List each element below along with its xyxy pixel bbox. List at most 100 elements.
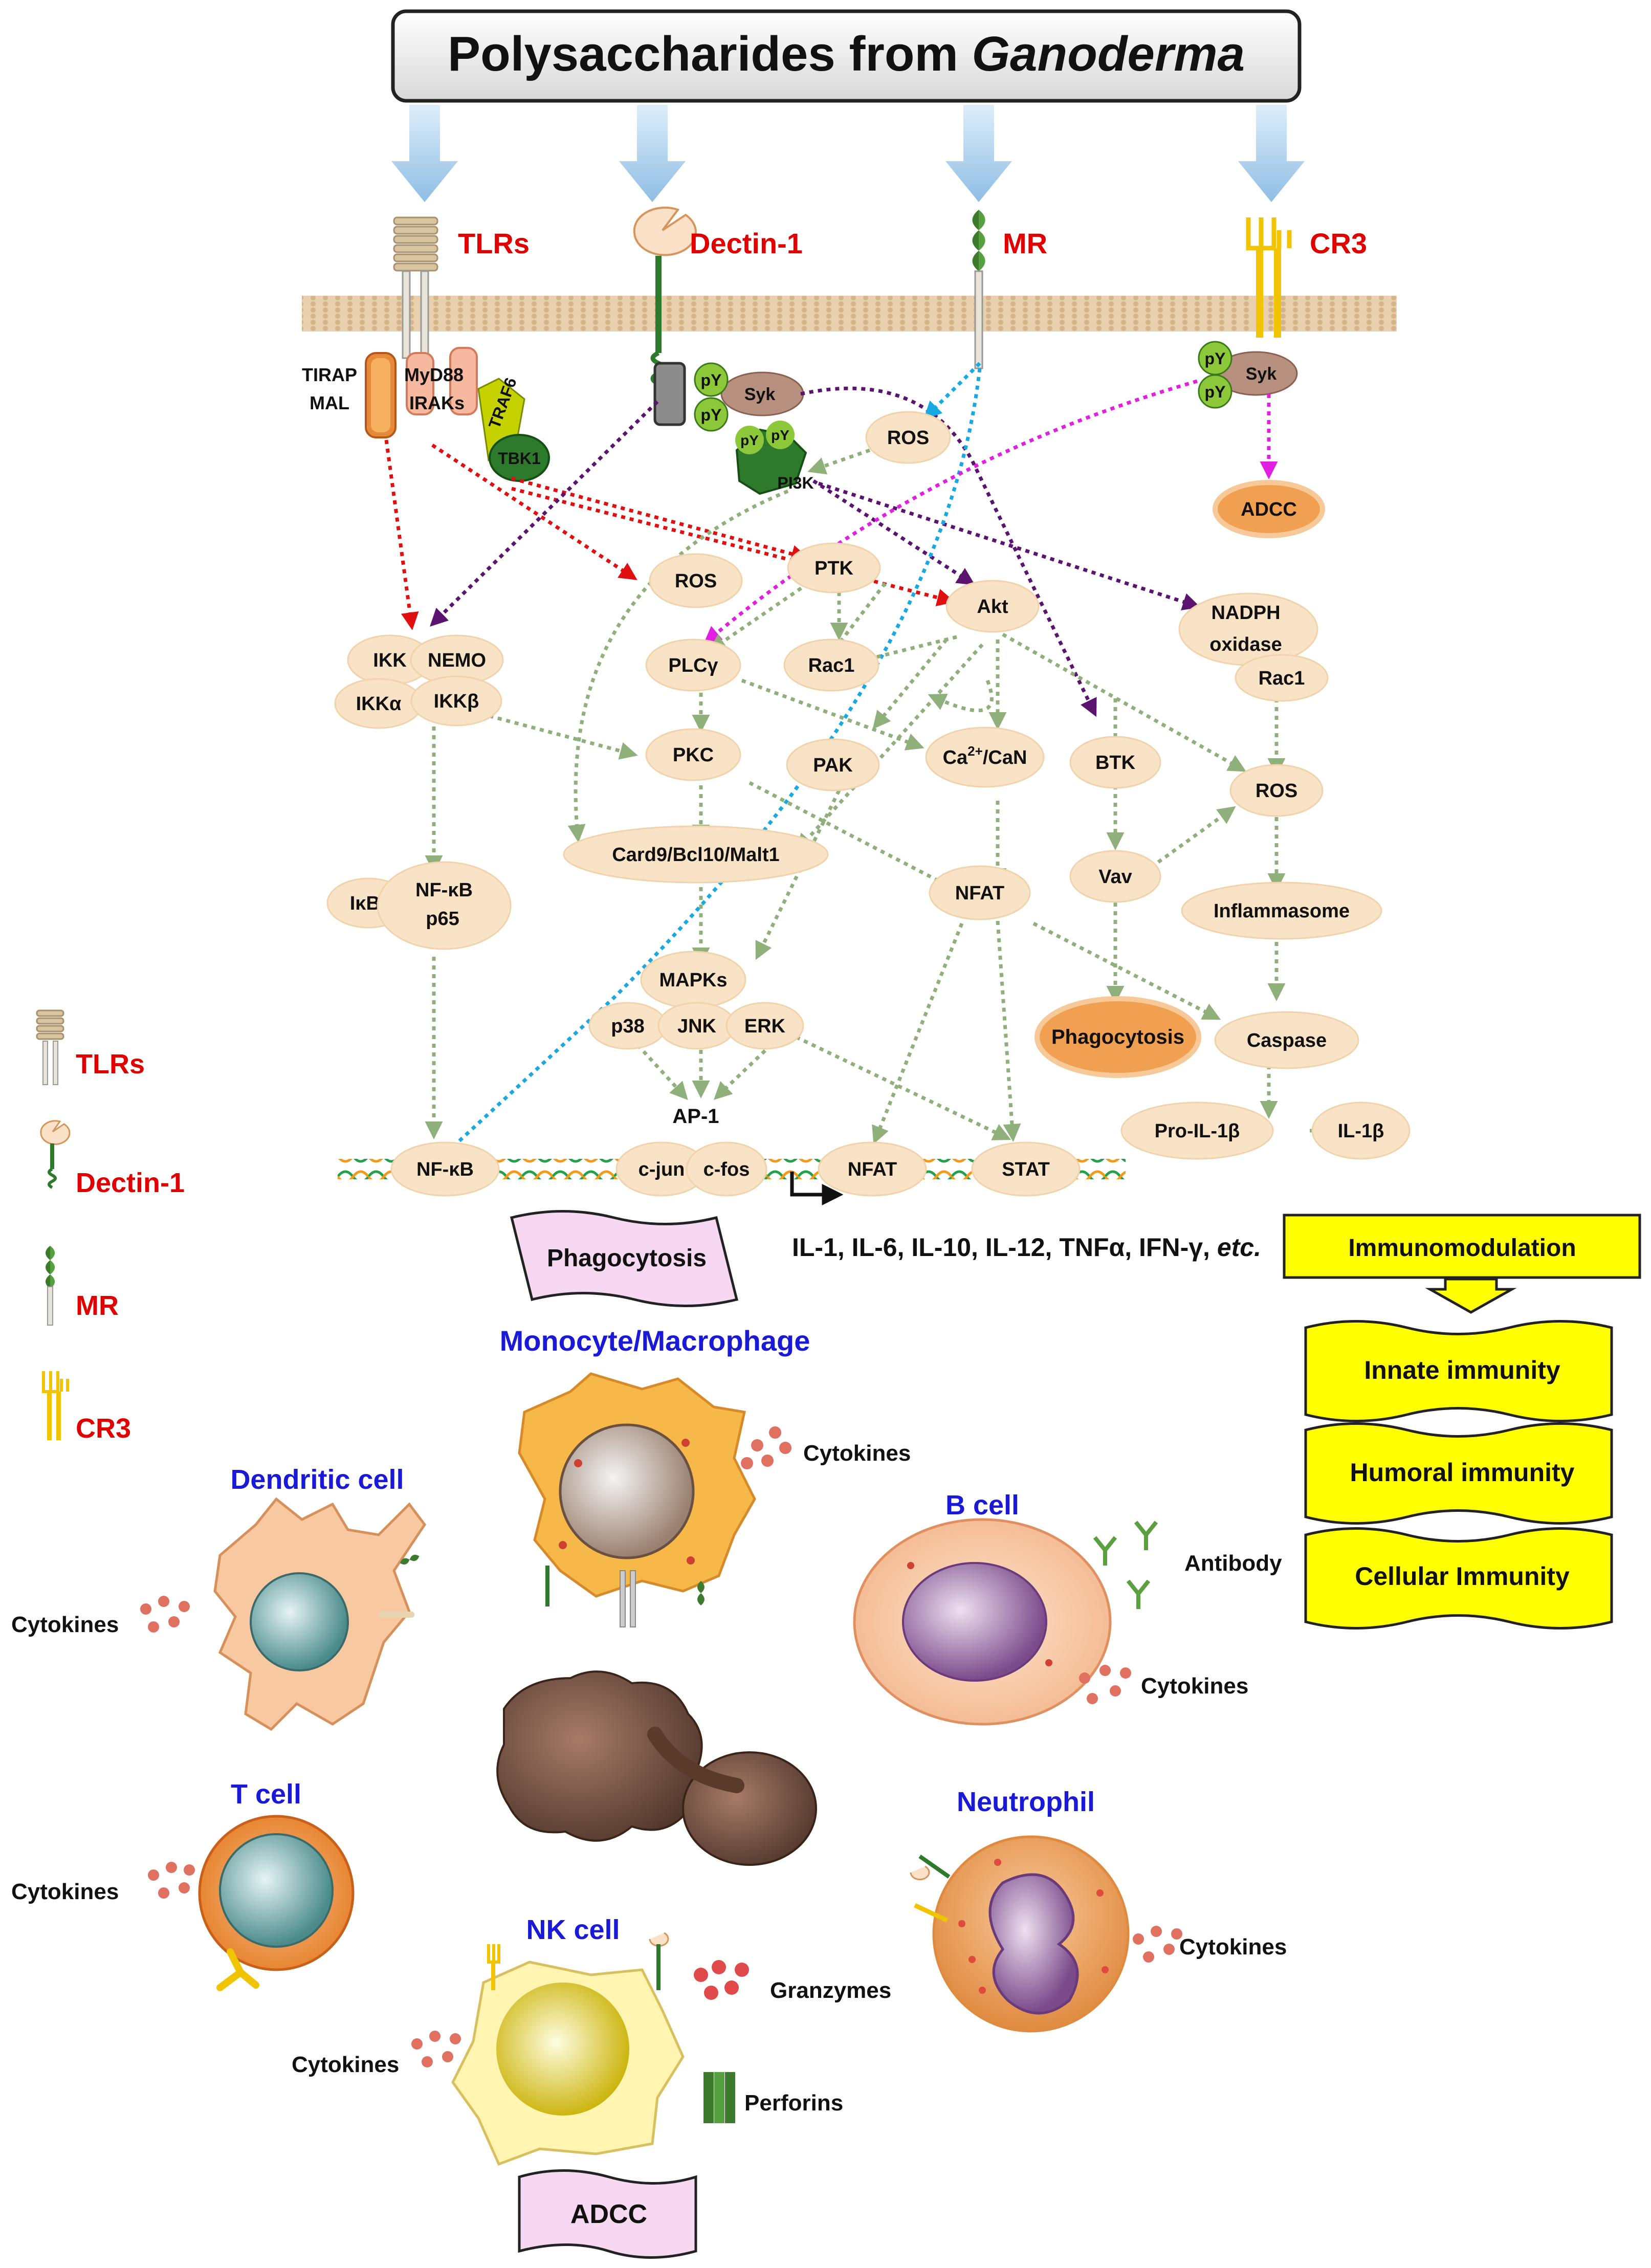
node-card9 (563, 825, 829, 884)
dendritic-cell (213, 1497, 427, 1731)
innate-label: Innate immunity (1364, 1356, 1560, 1384)
legend-mr-label: MR (76, 1290, 119, 1321)
cr3-label: CR3 (1310, 227, 1367, 259)
node-rac1 (783, 638, 879, 692)
legend-dectin-icon (40, 1120, 71, 1189)
node-rac1-right-label: Rac1 (1259, 668, 1305, 689)
node-akt (945, 580, 1040, 633)
node-ros-1 (865, 411, 951, 464)
py-label-2: pY (701, 406, 722, 424)
node-pro-il1b-label: Pro-IL-1β (1155, 1120, 1240, 1142)
node-ptk (787, 542, 881, 593)
node-caspase-label: Caspase (1247, 1030, 1327, 1051)
node-ap1-label: AP-1 (672, 1105, 719, 1128)
py-label-4: pY (771, 427, 789, 443)
legend-tlrs-icon (36, 1009, 64, 1085)
cytokine-dots-neut (1133, 1926, 1182, 1963)
cytokines-nk-label: Cytokines (292, 2052, 399, 2077)
neutrophil-cell (910, 1835, 1130, 2033)
node-nadph-label-1: NADPH (1211, 602, 1280, 624)
arrow-dectin (619, 105, 686, 202)
node-pak-label: PAK (813, 755, 853, 776)
antibody-label: Antibody (1184, 1551, 1282, 1576)
node-vav-label: Vav (1098, 866, 1132, 888)
dna-node-nfat-label: NFAT (848, 1159, 897, 1180)
node-ptk-label: PTK (815, 558, 854, 579)
cytokines-b-label: Cytokines (1141, 1674, 1248, 1699)
adcc-banner-label: ADCC (570, 2199, 647, 2229)
node-erk (725, 1002, 804, 1050)
node-rac1-right (1235, 654, 1329, 702)
node-ikkb-label: IKKβ (434, 691, 479, 712)
node-vav (1069, 850, 1161, 903)
tbk1-label: TBK1 (498, 449, 541, 468)
node-nemo-label: NEMO (428, 650, 486, 671)
antibody-icons (1093, 1521, 1158, 1609)
monocyte-macrophage-cell (518, 1372, 756, 1627)
legend-dectin-label: Dectin-1 (76, 1168, 185, 1198)
node-pkc-label: PKC (673, 744, 714, 766)
title-box: Polysaccharides from Ganoderma (391, 9, 1302, 103)
cell-label-neutrophil: Neutrophil (957, 1787, 1095, 1817)
title-text: Polysaccharides from Ganoderma (448, 27, 1245, 81)
legend-cr3-label: CR3 (76, 1413, 131, 1444)
node-inflammasome-label: Inflammasome (1214, 900, 1350, 922)
pathway-nodes: ROS ADCC ROS PTK Akt NADPH oxidase Rac1 … (326, 411, 1411, 1160)
perforin-icon (703, 2072, 735, 2123)
dectin-receptor-icon (633, 206, 697, 397)
node-nfat-1-label: NFAT (955, 883, 1004, 904)
node-il1b (1311, 1102, 1411, 1160)
node-p65-label: p65 (426, 908, 459, 930)
tlrs-receptor-icon (393, 216, 438, 359)
ganoderma-mushroom-image (496, 1670, 817, 1866)
node-ikka-label: IKKα (356, 693, 402, 715)
node-ros-2-label: ROS (675, 570, 717, 592)
humoral-label: Humoral immunity (1350, 1458, 1575, 1487)
tbk1-icon (489, 434, 550, 482)
node-plcg (645, 638, 741, 692)
phagocytosis-banner-label: Phagocytosis (547, 1245, 707, 1272)
immunomodulation-box (1283, 1214, 1641, 1314)
dna-node-cjun-label: c-jun (639, 1159, 685, 1180)
dna-node-cfos (686, 1141, 767, 1197)
cell-membrane (302, 296, 1397, 332)
legend-tlrs-label: TLRs (76, 1049, 145, 1080)
pi3k-label: PI3K (777, 474, 813, 492)
tlrs-label: TLRs (458, 227, 530, 259)
tirap-mal-icon (365, 352, 397, 438)
node-pro-il1b (1120, 1102, 1274, 1160)
pi3k-icon (735, 421, 807, 495)
cytokine-dots-b (1079, 1665, 1131, 1704)
node-ros-3 (1229, 764, 1324, 817)
node-adcc-top (1213, 480, 1325, 538)
legend-cr3-icon (42, 1371, 69, 1440)
node-jnk-label: JNK (677, 1016, 717, 1037)
cytokines-neut-label: Cytokines (1179, 1934, 1287, 1959)
node-il1b-label: IL-1β (1338, 1120, 1384, 1142)
arrow-cr3 (1238, 105, 1305, 202)
node-ros-3-label: ROS (1256, 780, 1297, 802)
pathway-arrows (384, 362, 1339, 1161)
node-nfkb-label: NF-κB (415, 879, 473, 901)
cytokine-dots-mono (741, 1426, 791, 1469)
legend-mr-icon (46, 1246, 55, 1326)
node-inflammasome (1181, 882, 1382, 940)
phagocytosis-banner (510, 1210, 739, 1307)
t-cell (198, 1815, 355, 1991)
cell-label-monocyte: Monocyte/Macrophage (500, 1325, 810, 1357)
node-adcc-top-label: ADCC (1241, 499, 1297, 520)
cytokine-list: IL-1, IL-6, IL-10, IL-12, TNFα, IFN-γ, e… (792, 1233, 1261, 1262)
syk-right-icon (1198, 341, 1298, 409)
cytokine-dots-dc (140, 1596, 190, 1633)
node-nadph-label-2: oxidase (1209, 634, 1282, 655)
mr-label: MR (1003, 227, 1047, 259)
humoral-banner (1304, 1422, 1613, 1525)
cytokine-dots-t (148, 1862, 195, 1899)
node-btk-label: BTK (1095, 752, 1136, 774)
dna-node-nfat (818, 1141, 927, 1197)
syk-label-right: Syk (1246, 364, 1277, 384)
cellular-label: Cellular Immunity (1355, 1562, 1570, 1591)
cytokines-t-label: Cytokines (11, 1879, 119, 1904)
node-ros-2 (649, 553, 743, 608)
